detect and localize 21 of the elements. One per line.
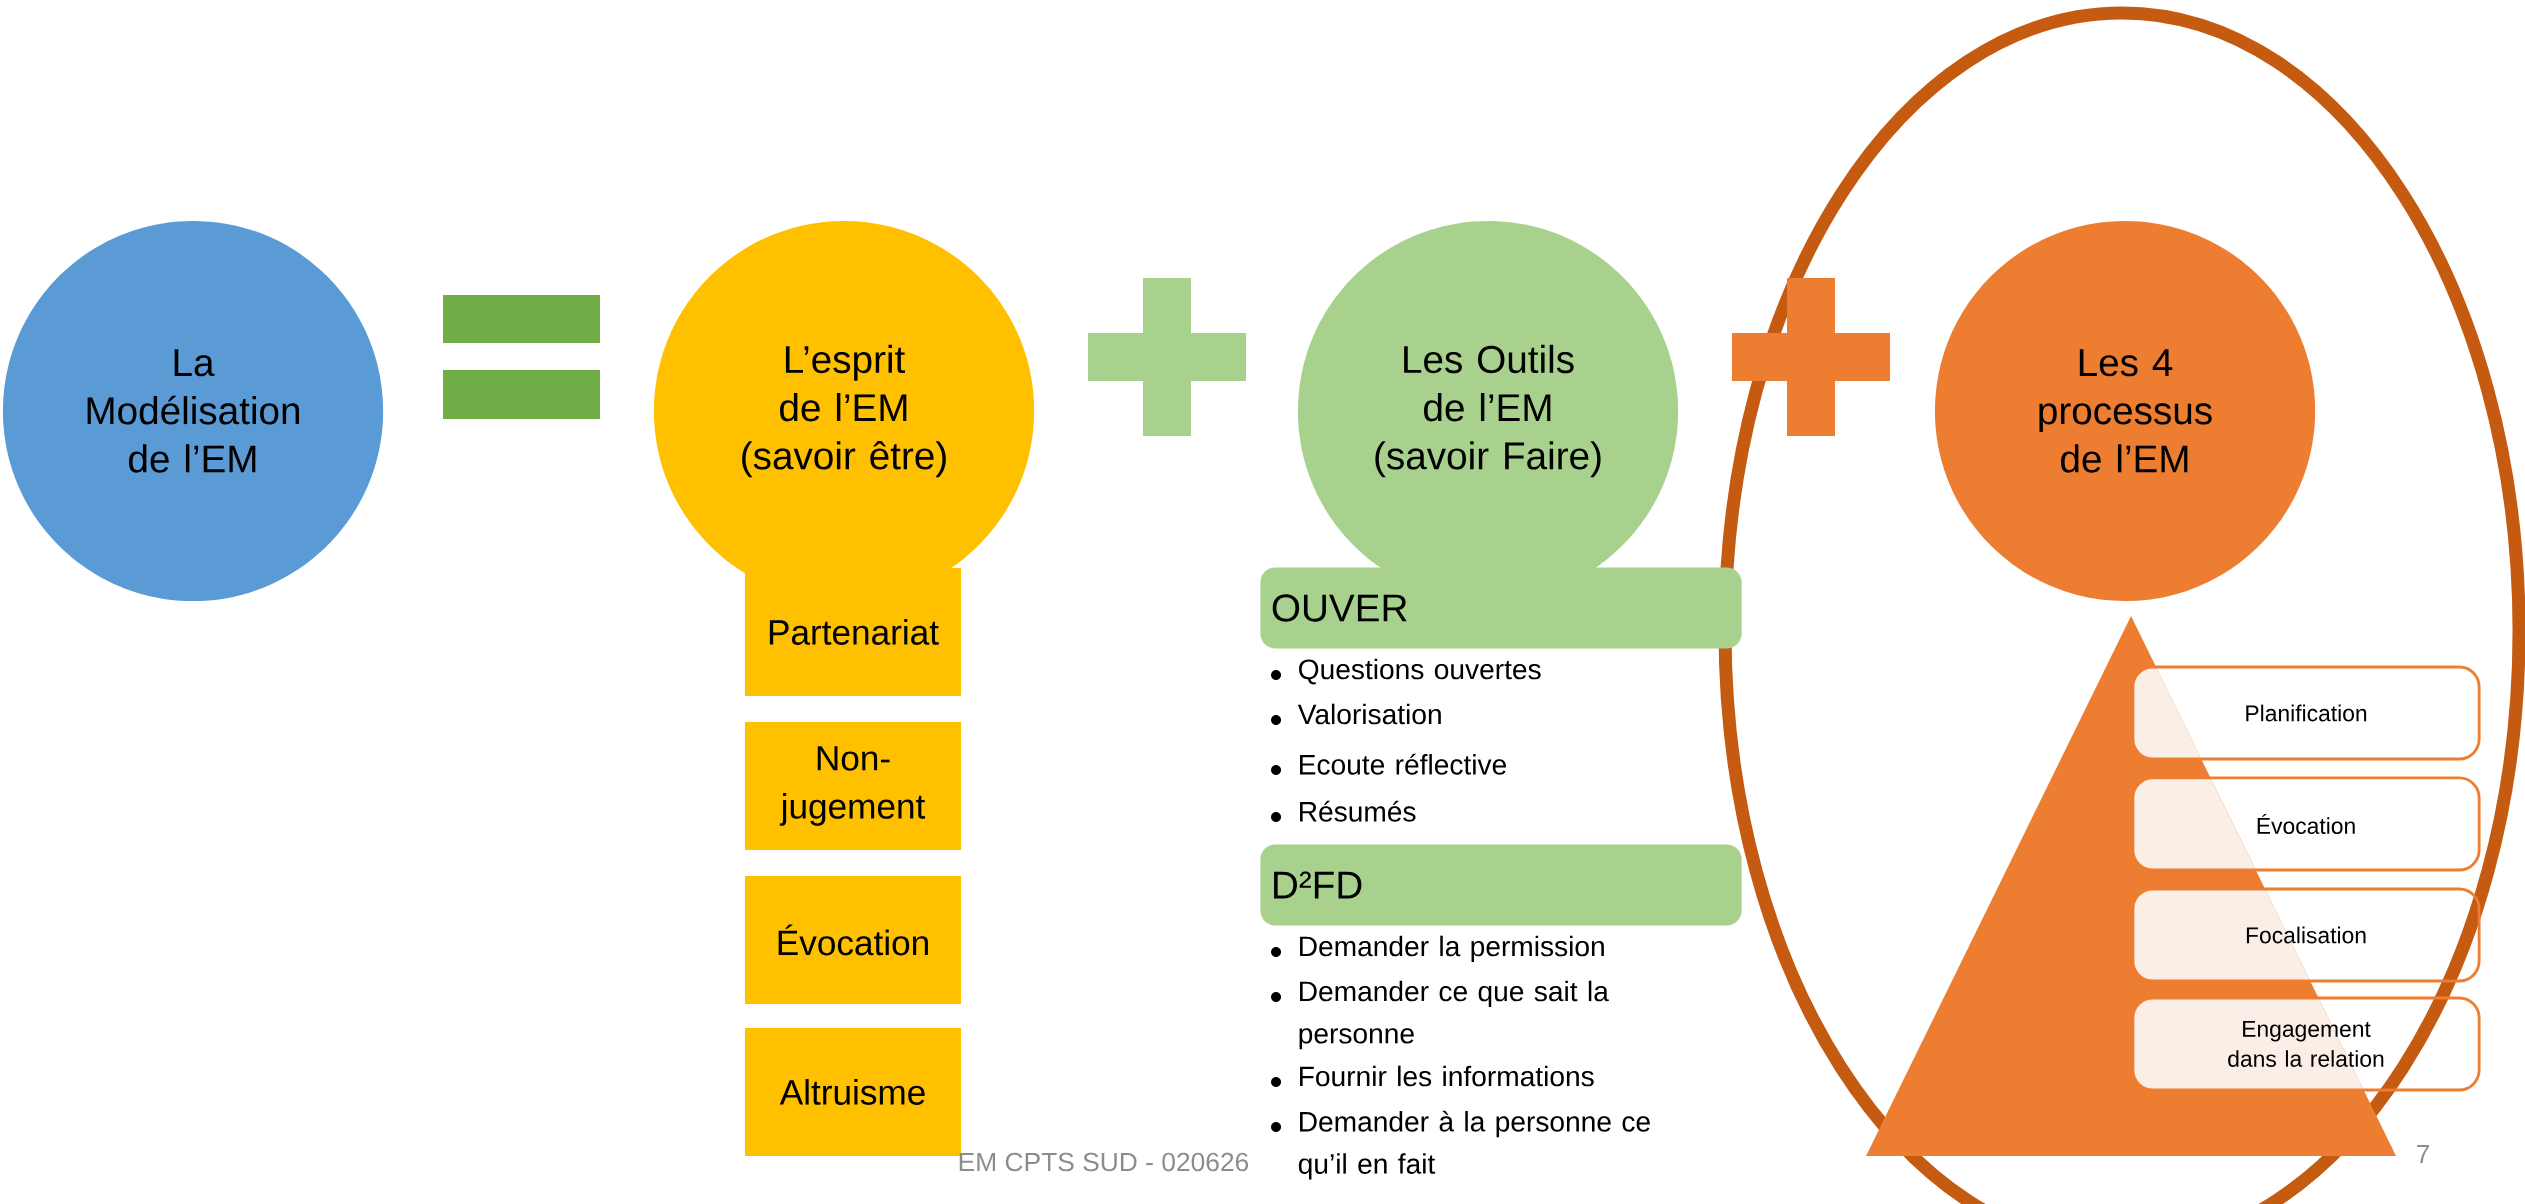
bullet-item: Demander à la personne ce qu’il en fait <box>1298 1110 1650 1180</box>
process-box: Planification <box>2131 665 2481 761</box>
process-box: Engagement dans la relation <box>2131 996 2481 1092</box>
bullet-item: Valorisation <box>1297 703 1441 725</box>
principle-box: Partenariat <box>744 567 962 697</box>
heading-bar: D²FD <box>1260 844 1742 926</box>
bullet-item: Résumés <box>1300 800 1416 822</box>
bullet-item: Demander ce que sait la personne <box>1299 980 1609 1050</box>
page-number: 7 <box>2417 1144 2430 1164</box>
node-label: L’esprit de l’EM (savoir être) <box>742 344 946 478</box>
principle-box: Non-jugement <box>744 721 962 851</box>
bullet-item: Questions ouvertes <box>1299 658 1541 685</box>
node-label: Partenariat <box>769 619 939 645</box>
bullet-item: Ecoute réflective <box>1300 753 1506 775</box>
bullet-item: Fournir les informations <box>1300 1065 1594 1087</box>
slide-footer: EM CPTS SUD - 020626 <box>959 1152 1249 1172</box>
principle-box: Évocation <box>744 875 962 1005</box>
heading-bar: OUVER <box>1260 567 1742 649</box>
process-box: Focalisation <box>2131 887 2481 983</box>
bullet-item: Demander la permission <box>1300 935 1604 962</box>
node-label: Les Outils de l’EM (savoir Faire) <box>1375 344 1601 478</box>
